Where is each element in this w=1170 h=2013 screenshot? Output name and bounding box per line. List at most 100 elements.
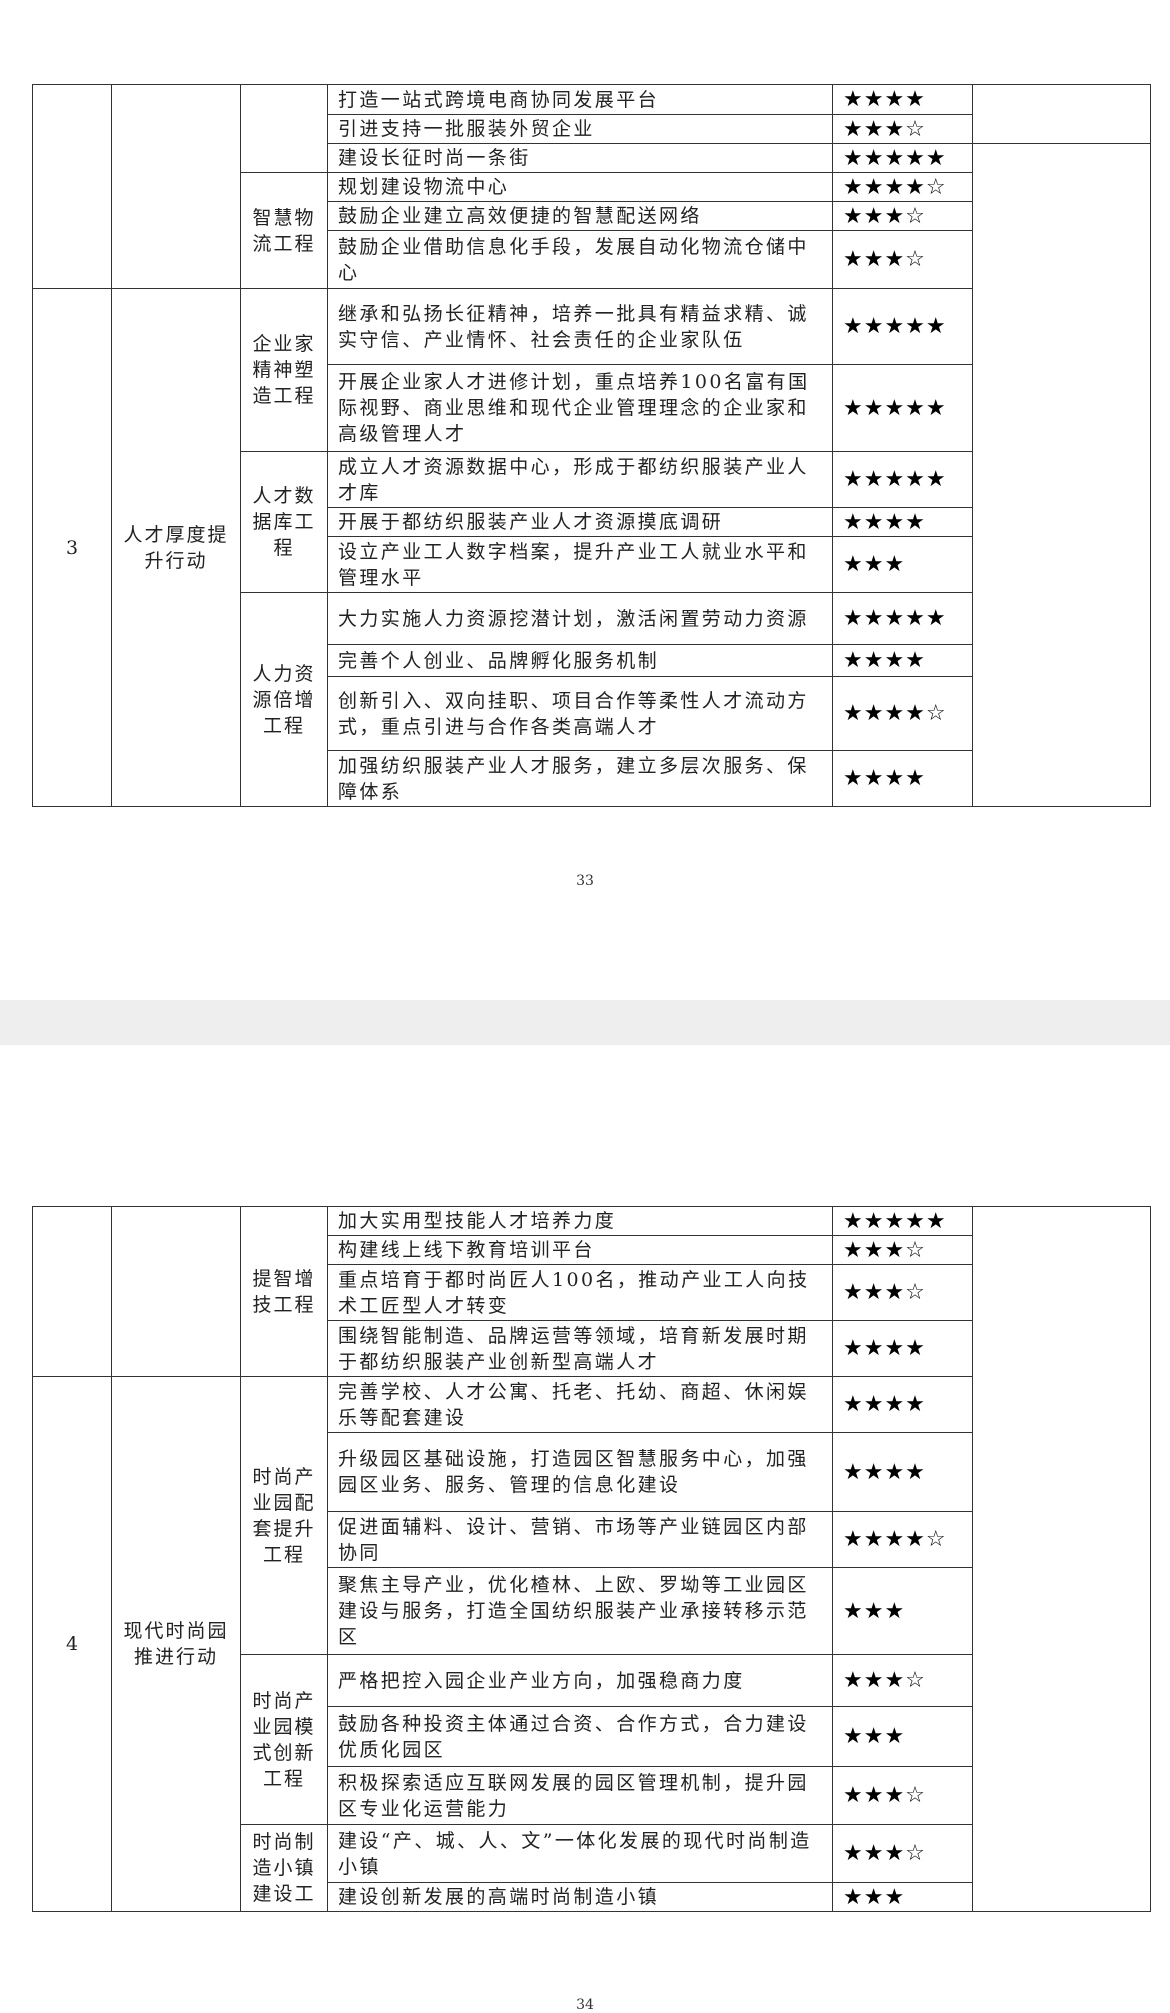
rating-stars: ★★★☆ (832, 1654, 973, 1707)
rating-stars: ★★★★ (832, 84, 973, 115)
task-cell: 建设创新发展的高端时尚制造小镇 (327, 1882, 833, 1912)
task-cell: 完善个人创业、品牌孵化服务机制 (327, 644, 833, 677)
table-row: 完善个人创业、品牌孵化服务机制 ★★★★ (33, 644, 1151, 677)
task-cell: 围绕智能制造、品牌运营等领域，培育新发展时期于都纺织服装产业创新型高端人才 (327, 1320, 833, 1377)
task-cell: 促进面辅料、设计、营销、市场等产业链园区内部协同 (327, 1511, 833, 1568)
table-row: 建设长征时尚一条街 ★★★★★ (33, 143, 1151, 807)
task-cell: 积极探索适应互联网发展的园区管理机制，提升园区专业化运营能力 (327, 1766, 833, 1825)
rating-stars: ★★★ (832, 1706, 973, 1767)
rating-stars: ★★★☆ (832, 230, 973, 289)
project-cell: 时尚制造小镇建设工 (240, 1824, 328, 1912)
action-cell: 人才厚度提升行动 (111, 288, 241, 807)
table-row: 人才数据库工程 成立人才资源数据中心，形成于都纺织服装产业人才库 ★★★★★ (33, 451, 1151, 593)
task-cell: 严格把控入园企业产业方向，加强稳商力度 (327, 1654, 833, 1707)
table-row: 加强纺织服装产业人才服务，建立多层次服务、保障体系 ★★★★ (33, 750, 1151, 807)
task-cell: 加大实用型技能人才培养力度 (327, 1206, 833, 1236)
task-cell: 鼓励企业借助信息化手段，发展自动化物流仓储中心 (327, 230, 833, 289)
rating-stars: ★★★★★ (832, 451, 973, 508)
table-row: 重点培育于都时尚匠人100名，推动产业工人向技术工匠型人才转变 ★★★☆ (33, 1264, 1151, 1321)
project-cell: 时尚产业园模式创新工程 (240, 1654, 328, 1825)
task-cell: 创新引入、双向挂职、项目合作等柔性人才流动方式，重点引进与合作各类高端人才 (327, 676, 833, 751)
plan-table-page-34: 提智增技工程 加大实用型技能人才培养力度 ★★★★★ 构建线上线下教育培训平台 … (32, 1206, 1151, 1912)
task-cell: 升级园区基础设施，打造园区智慧服务中心，加强园区业务、服务、管理的信息化建设 (327, 1432, 833, 1512)
row-number-cell (32, 1206, 112, 1377)
action-cell (111, 1206, 241, 1377)
page-number: 34 (576, 1997, 594, 2013)
rating-stars: ★★★ (832, 1882, 973, 1912)
task-cell: 开展于都纺织服装产业人才资源摸底调研 (327, 507, 833, 537)
rating-stars: ★★★★ (832, 1376, 973, 1433)
project-cell (240, 84, 328, 173)
task-cell: 聚焦主导产业，优化楂林、上欧、罗坳等工业园区建设与服务，打造全国纺织服装产业承接… (327, 1567, 833, 1655)
task-cell: 建设长征时尚一条街 (327, 143, 833, 173)
table-row: 引进支持一批服装外贸企业 ★★★☆ (33, 114, 1151, 144)
rating-stars: ★★★★☆ (832, 1511, 973, 1568)
table-row: 智慧物流工程 规划建设物流中心 ★★★★☆ (33, 172, 1151, 289)
table-row: 4 现代时尚园推进行动 时尚产业园配套提升工程 完善学校、人才公寓、托老、托幼、… (32, 1376, 1151, 1912)
task-cell: 构建线上线下教育培训平台 (327, 1235, 833, 1265)
project-cell: 时尚产业园配套提升工程 (240, 1376, 328, 1655)
note-cell (972, 1206, 1151, 1912)
task-cell: 完善学校、人才公寓、托老、托幼、商超、休闲娱乐等配套建设 (327, 1376, 833, 1433)
project-cell: 智慧物流工程 (240, 172, 328, 289)
document-page-34: 提智增技工程 加大实用型技能人才培养力度 ★★★★★ 构建线上线下教育培训平台 … (0, 1045, 1170, 2013)
rating-stars: ★★★☆ (832, 1824, 973, 1883)
project-cell: 人力资源倍增工程 (240, 592, 328, 807)
row-number-cell: 3 (32, 288, 112, 807)
table-row: 鼓励各种投资主体通过合资、合作方式，合力建设优质化园区 ★★★ (33, 1706, 1151, 1767)
rating-stars: ★★★★ (832, 507, 973, 537)
rating-stars: ★★★★★ (832, 364, 973, 452)
table-row: 构建线上线下教育培训平台 ★★★☆ (33, 1235, 1151, 1265)
task-cell: 重点培育于都时尚匠人100名，推动产业工人向技术工匠型人才转变 (327, 1264, 833, 1321)
rating-stars: ★★★★★ (832, 1206, 973, 1236)
plan-table-page-33: 打造一站式跨境电商协同发展平台 ★★★★ 引进支持一批服装外贸企业 ★★★☆ 建… (32, 84, 1151, 807)
rating-stars: ★★★★☆ (832, 172, 973, 202)
table-row: 开展于都纺织服装产业人才资源摸底调研 ★★★★ (33, 507, 1151, 537)
rating-stars: ★★★★★ (832, 288, 973, 365)
table-row: 时尚制造小镇建设工 建设“产、城、人、文”一体化发展的现代时尚制造小镇 ★★★☆ (33, 1824, 1151, 1912)
task-cell: 加强纺织服装产业人才服务，建立多层次服务、保障体系 (327, 750, 833, 807)
task-cell: 设立产业工人数字档案，提升产业工人就业水平和管理水平 (327, 536, 833, 593)
task-cell: 继承和弘扬长征精神，培养一批具有精益求精、诚实守信、产业情怀、社会责任的企业家队… (327, 288, 833, 365)
rating-stars: ★★★★ (832, 644, 973, 677)
rating-stars: ★★★★ (832, 750, 973, 807)
table-row: 建设创新发展的高端时尚制造小镇 ★★★ (33, 1882, 1151, 1912)
task-cell: 引进支持一批服装外贸企业 (327, 114, 833, 144)
task-cell: 建设“产、城、人、文”一体化发展的现代时尚制造小镇 (327, 1824, 833, 1883)
project-cell: 人才数据库工程 (240, 451, 328, 593)
project-cell: 企业家精神塑造工程 (240, 288, 328, 452)
rating-stars: ★★★ (832, 536, 973, 593)
document-page-33: 打造一站式跨境电商协同发展平台 ★★★★ 引进支持一批服装外贸企业 ★★★☆ 建… (0, 0, 1170, 1000)
row-number-cell (32, 84, 112, 289)
table-row: 3 人才厚度提升行动 企业家精神塑造工程 继承和弘扬长征精神，培养一批具有精益求… (32, 288, 1151, 807)
rating-stars: ★★★☆ (832, 1235, 973, 1265)
task-cell: 规划建设物流中心 (327, 172, 833, 202)
task-cell: 成立人才资源数据中心，形成于都纺织服装产业人才库 (327, 451, 833, 508)
table-row: 积极探索适应互联网发展的园区管理机制，提升园区专业化运营能力 ★★★☆ (33, 1766, 1151, 1825)
table-row: 提智增技工程 加大实用型技能人才培养力度 ★★★★★ (32, 1206, 1151, 1912)
page-number: 33 (576, 873, 594, 889)
rating-stars: ★★★★☆ (832, 676, 973, 751)
rating-stars: ★★★☆ (832, 1766, 973, 1825)
note-cell (972, 84, 1151, 144)
rating-stars: ★★★ (832, 1567, 973, 1655)
project-cell: 提智增技工程 (240, 1206, 328, 1377)
task-cell: 鼓励企业建立高效便捷的智慧配送网络 (327, 201, 833, 231)
page-separator (0, 1000, 1170, 1045)
table-row: 打造一站式跨境电商协同发展平台 ★★★★ (32, 84, 1151, 289)
rating-stars: ★★★☆ (832, 201, 973, 231)
task-cell: 开展企业家人才进修计划，重点培养100名富有国际视野、商业思维和现代企业管理理念… (327, 364, 833, 452)
table-row: 聚焦主导产业，优化楂林、上欧、罗坳等工业园区建设与服务，打造全国纺织服装产业承接… (33, 1567, 1151, 1655)
rating-stars: ★★★☆ (832, 114, 973, 144)
action-cell: 现代时尚园推进行动 (111, 1376, 241, 1912)
table-row: 鼓励企业借助信息化手段，发展自动化物流仓储中心 ★★★☆ (33, 230, 1151, 289)
action-cell (111, 84, 241, 289)
table-row: 鼓励企业建立高效便捷的智慧配送网络 ★★★☆ (33, 201, 1151, 231)
table-row: 设立产业工人数字档案，提升产业工人就业水平和管理水平 ★★★ (33, 536, 1151, 593)
note-cell (972, 143, 1151, 807)
rating-stars: ★★★★ (832, 1320, 973, 1377)
table-row: 人力资源倍增工程 大力实施人力资源挖潜计划，激活闲置劳动力资源 ★★★★★ (33, 592, 1151, 807)
table-row: 围绕智能制造、品牌运营等领域，培育新发展时期于都纺织服装产业创新型高端人才 ★★… (33, 1320, 1151, 1377)
rating-stars: ★★★★ (832, 1432, 973, 1512)
row-number-cell: 4 (32, 1376, 112, 1912)
